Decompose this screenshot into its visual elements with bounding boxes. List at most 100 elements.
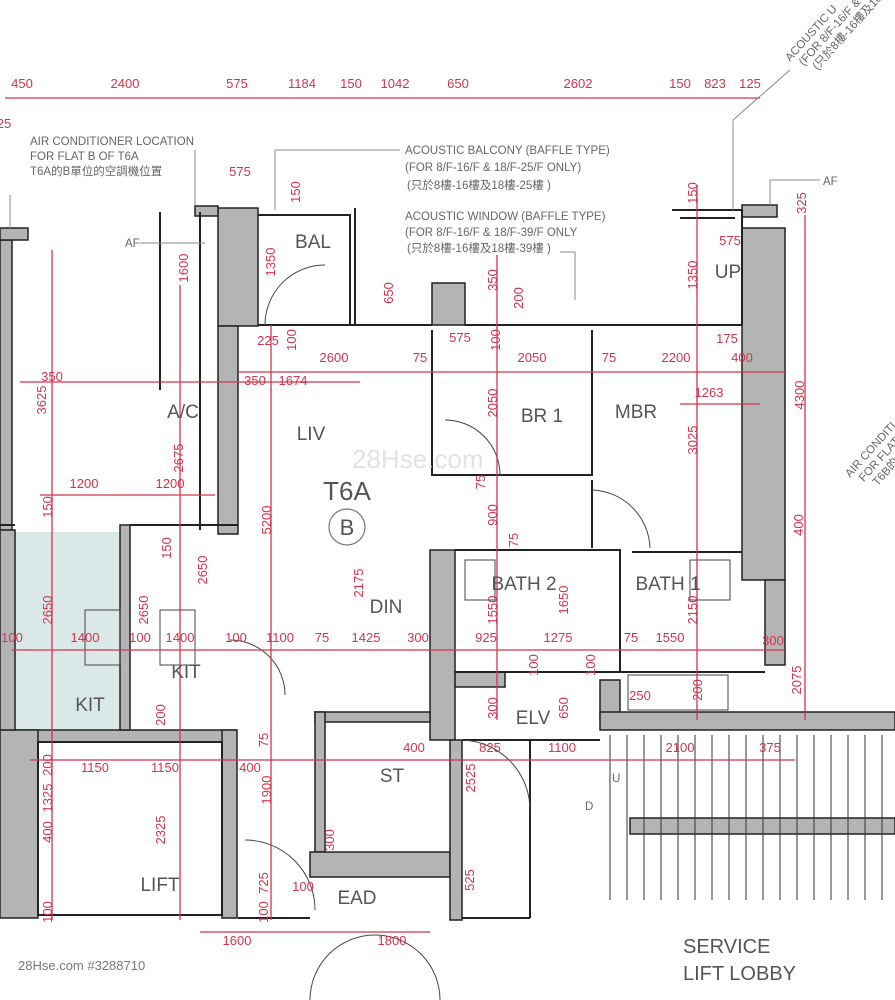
window-note-line2: (FOR 8/F-16/F & 18/F-39/F ONLY — [405, 227, 578, 239]
room-label-ead: EAD — [337, 888, 376, 909]
dimension-label: 2600 — [320, 350, 349, 365]
dimension-label: 100 — [526, 654, 541, 676]
dimension-label: 100 — [225, 630, 247, 645]
dimension-label: 400 — [403, 740, 425, 755]
room-label-din: DIN — [370, 597, 403, 618]
dimension-label: 650 — [556, 697, 571, 719]
dimension-label: 2050 — [485, 389, 500, 418]
dimension-label: 2650 — [195, 556, 210, 585]
dimension-label: 100 — [284, 329, 299, 351]
dimension-label: 1650 — [556, 586, 571, 615]
af-label-right: AF — [823, 176, 838, 188]
dimension-label: 75 — [506, 533, 521, 547]
dimension-label: 650 — [381, 282, 396, 304]
dimension-label: 300 — [322, 829, 337, 851]
dimension-label: 1263 — [695, 385, 724, 400]
dimension-label: 1100 — [266, 630, 294, 645]
dimension-label: 1600 — [223, 933, 252, 948]
dimension-label: 400 — [239, 760, 261, 775]
dimension-lines — [5, 97, 806, 933]
dimension-label: 300 — [407, 630, 429, 645]
dimension-label: 2675 — [171, 444, 186, 473]
stair-up-label: U — [612, 773, 620, 785]
dimension-label: 1150 — [151, 760, 179, 775]
dimension-label: 400 — [791, 514, 806, 536]
dimension-label: 5200 — [259, 506, 274, 535]
dimension-label: 300 — [762, 633, 784, 648]
dimension-label: 75 — [413, 350, 427, 365]
dimension-label: 1425 — [352, 630, 381, 645]
dimension-label: 2150 — [685, 596, 700, 625]
dimension-label: 350 — [485, 269, 500, 291]
room-label-br-1: BR 1 — [521, 406, 563, 427]
balcony-note-line2: (FOR 8/F-16/F & 18/F-25/F ONLY) — [405, 162, 581, 174]
dimension-label: 75 — [602, 350, 616, 365]
dimension-label: 100 — [256, 901, 271, 923]
dimension-label: 2325 — [153, 816, 168, 845]
dimension-label: 400 — [40, 821, 55, 843]
dimension-label: 1800 — [378, 933, 407, 948]
window-note-line1: ACOUSTIC WINDOW (BAFFLE TYPE) — [405, 211, 606, 223]
dimension-label: 200 — [690, 679, 705, 701]
dimension-label: 2602 — [564, 76, 593, 91]
dimension-label: 825 — [479, 740, 501, 755]
annotations: AIR CONDITIONER LOCATION FOR FLAT B OF T… — [30, 0, 895, 813]
dimension-label: 150 — [340, 76, 362, 91]
dimension-label: 375 — [759, 740, 781, 755]
dimension-label: 650 — [447, 76, 469, 91]
dimension-label: 150 — [685, 182, 700, 204]
dimension-label: 250 — [629, 688, 651, 703]
dimension-label: 1042 — [381, 76, 410, 91]
room-label-liv: LIV — [297, 424, 326, 445]
dimension-label: 200 — [511, 287, 526, 309]
dimension-label: 100 — [129, 630, 151, 645]
dimension-label: 725 — [256, 872, 271, 894]
balcony-note-line3: (只於8樓-16樓及18樓-25樓 ) — [407, 178, 551, 192]
dimension-label: 125 — [739, 76, 761, 91]
af-label-left: AF — [125, 238, 140, 250]
room-label-bal: BAL — [295, 232, 331, 253]
dimension-label: 100 — [292, 879, 314, 894]
dimension-label: 2175 — [351, 569, 366, 598]
stair-down-label: D — [585, 801, 593, 813]
dimension-label: 2100 — [666, 740, 695, 755]
stair-hatching — [609, 735, 883, 900]
dimension-label: 450 — [11, 76, 33, 91]
dimension-label: 75 — [473, 475, 488, 489]
dimension-label: 175 — [716, 331, 738, 346]
dimension-label: 1200 — [156, 476, 185, 491]
dimension-label: 325 — [794, 192, 809, 214]
dimension-label: 3625 — [34, 386, 49, 415]
dimension-label: 2650 — [40, 596, 55, 625]
dimension-label: 225 — [257, 333, 279, 348]
walls — [0, 204, 895, 921]
dimension-label: 1674 — [279, 373, 308, 388]
dimension-label: 2200 — [662, 350, 691, 365]
dimension-label: 150 — [40, 496, 55, 518]
unit-name: T6A — [323, 476, 371, 506]
ac-note-line2: FOR FLAT B OF T6A — [30, 151, 139, 163]
service-lobby-line2: LIFT LOBBY — [683, 963, 796, 985]
room-label-lift: LIFT — [140, 875, 179, 896]
dimension-label: 575 — [226, 76, 248, 91]
dimension-label: 575 — [229, 164, 251, 179]
dimension-label: 200 — [40, 754, 55, 776]
dimension-label: 1550 — [656, 630, 685, 645]
room-label-kit: KIT — [171, 662, 201, 683]
watermark: 28Hse.com — [352, 444, 484, 474]
ac-note-line1: AIR CONDITIONER LOCATION — [30, 136, 194, 148]
dimension-label: 150 — [288, 181, 303, 203]
dimension-label: 75 — [624, 630, 638, 645]
room-label-st: ST — [380, 766, 405, 787]
dimension-label: 100 — [1, 630, 23, 645]
room-label-up: UP — [715, 262, 741, 283]
dimension-label: 2650 — [136, 596, 151, 625]
dimension-label: 575 — [719, 233, 741, 248]
dimension-label: 2050 — [518, 350, 547, 365]
dimension-label: 823 — [704, 76, 726, 91]
room-label-elv: ELV — [516, 708, 551, 729]
